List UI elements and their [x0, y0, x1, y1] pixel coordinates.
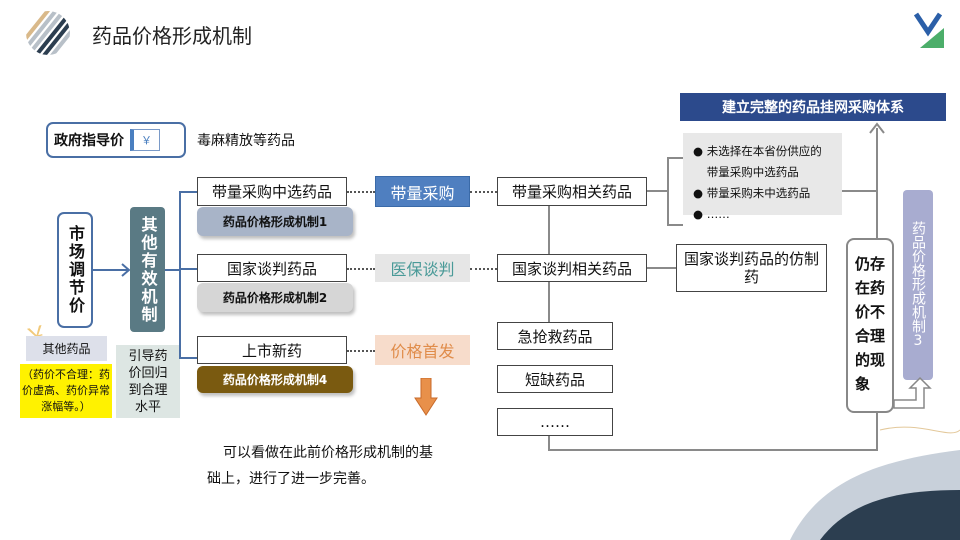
corner-wave-decor	[790, 426, 960, 540]
market-price-box: 市场调节价	[57, 212, 93, 328]
list-item-text: ……	[706, 207, 730, 221]
row2-drug-box: 国家谈判药品	[197, 254, 347, 282]
guide-price-text: 引导药价回归到合理水平	[116, 345, 180, 418]
insurance-negotiation-label: 医保谈判	[375, 254, 470, 282]
mechanism-3-badge: 药品价格形成机制3	[903, 190, 933, 380]
shortage-drugs-box: 短缺药品	[497, 365, 613, 393]
unreasonable-phenomenon-box: 仍存在药价不合理的现象	[846, 238, 894, 413]
arrow-up-icon	[869, 122, 885, 134]
volume-related-drugs-box: 带量采购相关药品	[497, 177, 647, 206]
logo-icon	[913, 12, 944, 48]
procurement-system-banner: 建立完整的药品挂网采购体系	[680, 93, 946, 121]
negotiation-related-drugs-box: 国家谈判相关药品	[497, 254, 647, 282]
mechanism-1-badge: 药品价格形成机制1	[197, 207, 353, 236]
unreasonable-price-note: （药价不合理：药价虚高、药价异常涨幅等。）	[20, 364, 112, 418]
mechanism-4-badge: 药品价格形成机制4	[197, 366, 353, 393]
list-item-text: 未选择在本省份供应的带量采购中选药品	[706, 144, 822, 179]
more-drugs-box: ……	[497, 408, 613, 436]
other-mechanism-box: 其他有效机制	[130, 207, 165, 332]
gov-price-drugs: 毒麻精放等药品	[197, 133, 295, 149]
list-item-text: 带量采购未中选药品	[706, 186, 811, 200]
list-item: ● 未选择在本省份供应的带量采购中选药品	[693, 141, 834, 183]
volume-procurement-label: 带量采购	[375, 176, 470, 207]
list-item: ● ……	[693, 207, 730, 221]
gov-guided-price-box: 政府指导价 ￥	[46, 122, 186, 158]
emergency-drugs-box: 急抢救药品	[497, 322, 613, 350]
yuan-tag-icon: ￥	[130, 129, 160, 151]
arrow-down-icon	[414, 378, 438, 416]
page-title: 药品价格形成机制	[92, 24, 252, 48]
footer-line-1: 可以看做在此前价格形成机制的基	[223, 445, 433, 461]
row1-drug-box: 带量采购中选药品	[197, 177, 347, 206]
row3-drug-box: 上市新药	[197, 336, 347, 364]
footer-line-2: 础上，进行了进一步完善。	[207, 471, 375, 487]
price-launch-label: 价格首发	[375, 335, 470, 365]
bent-arrow-icon	[893, 376, 932, 409]
other-drugs-label: 其他药品	[26, 336, 107, 361]
gov-guided-price-label: 政府指导价	[54, 133, 124, 149]
header-stripes-icon	[26, 11, 70, 55]
unselected-drugs-list: ● 未选择在本省份供应的带量采购中选药品 ● 带量采购未中选药品 ● ……	[683, 133, 842, 221]
list-item: ● 带量采购未中选药品	[693, 186, 811, 200]
generic-drugs-box: 国家谈判药品的仿制药	[676, 244, 827, 292]
arrow-right-icon	[92, 263, 131, 277]
mechanism-2-badge: 药品价格形成机制2	[197, 283, 353, 312]
footer-note: 可以看做在此前价格形成机制的基 础上，进行了进一步完善。	[207, 440, 433, 492]
